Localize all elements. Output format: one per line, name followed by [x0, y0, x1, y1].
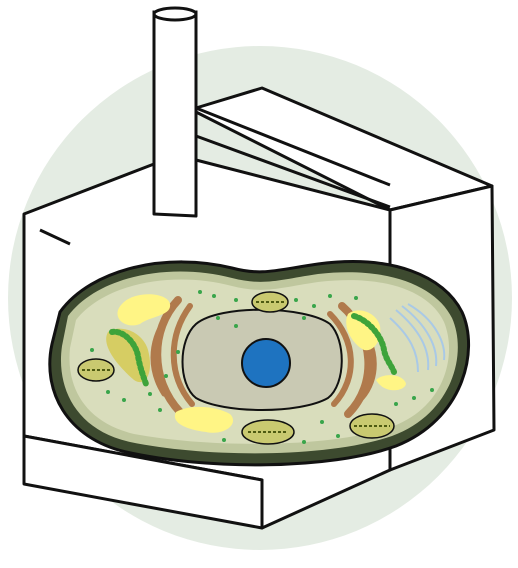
- chimney-icon: [152, 6, 198, 220]
- nucleolus: [241, 338, 291, 388]
- plant-cell-icon: [48, 260, 470, 467]
- mitochondrion-icon: [77, 291, 395, 445]
- cytoskeleton: [389, 303, 446, 373]
- nucleus-icon: [181, 308, 343, 411]
- endoplasmic-reticulum-left: [150, 296, 195, 416]
- chloroplast-icon: [106, 313, 397, 387]
- vacuole-icon: [117, 294, 406, 433]
- ribosomes: [90, 290, 434, 444]
